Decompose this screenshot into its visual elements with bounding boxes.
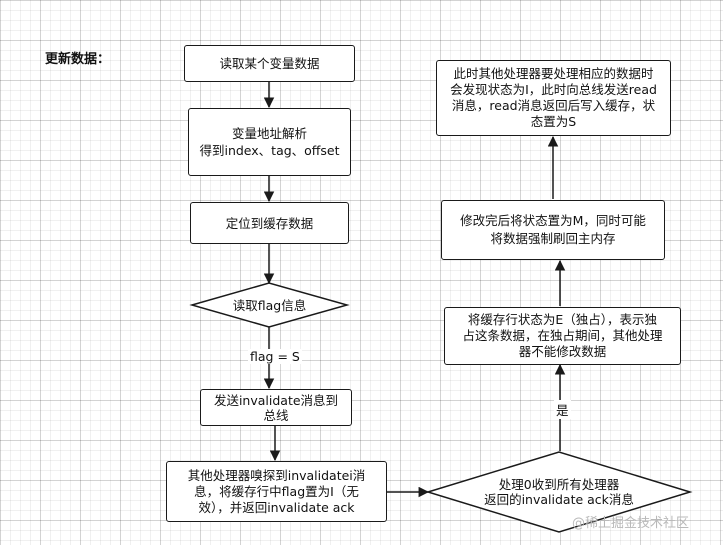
step-other-read: 此时其他处理器要处理相应的数据时 会发现状态为I，此时向总线发送read 消息，…	[436, 60, 671, 136]
step-parse-address-label: 变量地址解析 得到index、tag、offset	[199, 126, 340, 158]
step-send-invalidate: 发送invalidate消息到 总线	[200, 389, 352, 426]
step-set-exclusive: 将缓存行状态为E（独占），表示独 占这条数据，在独占期间，其他处理 器不能修改数…	[444, 307, 681, 365]
step-other-processors-snoop: 其他处理器嗅探到invalidatei消 息，将缓存行中flag置为I（无 效）…	[166, 461, 387, 522]
step-set-exclusive-label: 将缓存行状态为E（独占），表示独 占这条数据，在独占期间，其他处理 器不能修改数…	[462, 312, 663, 359]
step-other-read-label: 此时其他处理器要处理相应的数据时 会发现状态为I，此时向总线发送read 消息，…	[450, 66, 657, 129]
decision-wait-ack-shape	[425, 451, 693, 533]
decision-read-flag-shape	[189, 282, 350, 328]
step-parse-address: 变量地址解析 得到index、tag、offset	[188, 108, 351, 176]
page-title: 更新数据：	[45, 52, 111, 67]
step-read-variable: 读取某个变量数据	[184, 45, 355, 82]
step-locate-cache-label: 定位到缓存数据	[225, 215, 314, 231]
step-send-invalidate-label: 发送invalidate消息到 总线	[213, 392, 339, 423]
edge-label-flag-s: flag = S	[248, 349, 302, 364]
watermark: @稀土掘金技术社区	[572, 516, 690, 531]
step-modify-flush-label: 修改完后将状态置为M，同时可能 将数据强制刷回主内存	[460, 213, 646, 246]
step-modify-flush: 修改完后将状态置为M，同时可能 将数据强制刷回主内存	[441, 200, 665, 260]
step-other-processors-snoop-label: 其他处理器嗅探到invalidatei消 息，将缓存行中flag置为I（无 效）…	[187, 467, 366, 515]
edge-label-yes: 是	[554, 400, 571, 419]
decision-read-flag-label: 读取flag信息	[232, 297, 307, 313]
step-locate-cache: 定位到缓存数据	[190, 202, 349, 244]
step-read-variable-label: 读取某个变量数据	[219, 56, 320, 71]
decision-wait-ack-label: 处理0收到所有处理器 返回的invalidate ack消息	[484, 477, 634, 507]
